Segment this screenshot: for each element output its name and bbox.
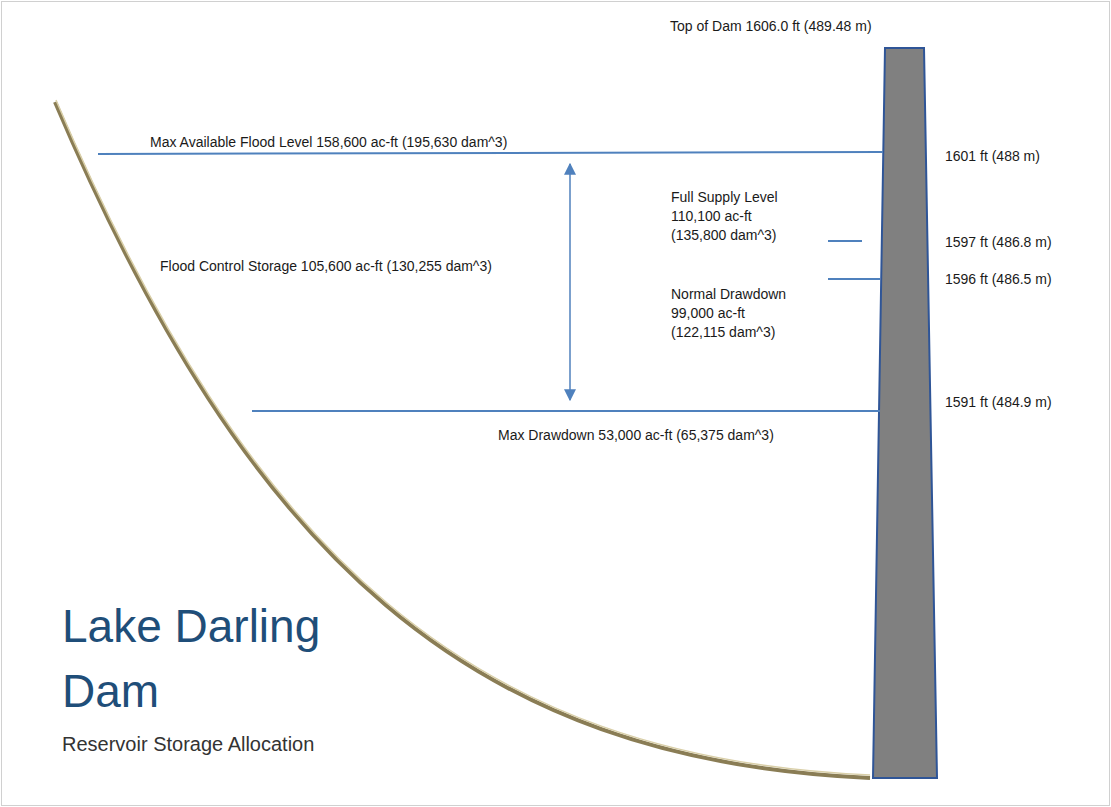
elevation-label: 1597 ft (486.8 m) [945,233,1052,252]
level-label: Full Supply Level 110,100 ac-ft (135,800… [671,188,794,245]
subtitle: Reservoir Storage Allocation [62,732,314,756]
level-label: Max Drawdown 53,000 ac-ft (65,375 dam^3) [498,426,774,445]
normal-drawdown-tick [828,278,880,280]
elevation-label: 1601 ft (488 m) [945,147,1040,166]
flood-level-line [98,152,883,154]
elevation-label: 1596 ft (486.5 m) [945,270,1052,289]
ground-profile [55,102,870,778]
max-drawdown-line [252,410,880,412]
elevation-label: 1591 ft (484.9 m) [945,393,1052,412]
storage-label: Flood Control Storage 105,600 ac-ft (130… [160,257,492,276]
full-supply-tick [828,240,862,242]
storage-arrow [569,164,571,400]
level-label: Max Available Flood Level 158,600 ac-ft … [150,133,507,152]
diagram-title: Lake Darling Dam [62,594,362,724]
dam-body [873,48,937,778]
level-label: Normal Drawdown 99,000 ac-ft (122,115 da… [671,285,794,342]
dam-crest-label: Top of Dam 1606.0 ft (489.48 m) [670,17,872,36]
ground-highlight [56,100,870,775]
